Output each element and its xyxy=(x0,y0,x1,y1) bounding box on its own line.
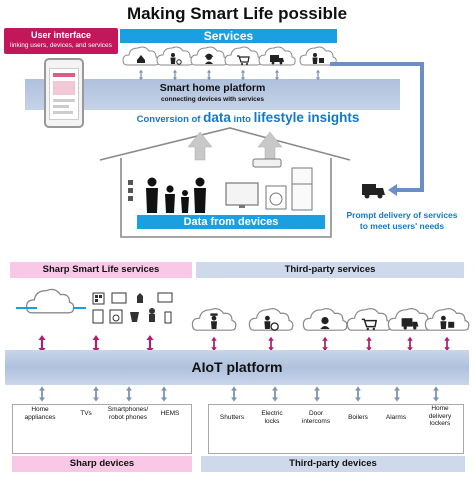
conversion-caption: Conversion of data into lifestyle insigh… xyxy=(128,110,368,125)
refrigerator-icon xyxy=(291,167,313,211)
device-label-boilers: Boilers xyxy=(348,414,368,421)
cloud-truck-icon xyxy=(258,46,296,66)
cloud-cart-icon xyxy=(224,46,262,66)
cloud-cart-icon xyxy=(346,308,392,331)
user-interface-box: User interface linking users, devices, a… xyxy=(4,28,118,54)
prompt-delivery-caption: Prompt delivery of services to meet user… xyxy=(330,210,474,232)
prompt-delivery-line-2: to meet users' needs xyxy=(359,221,445,231)
user-interface-title: User interface xyxy=(30,30,92,40)
smart-home-platform-band: Smart home platform connecting devices w… xyxy=(25,79,400,110)
smart-home-platform-title: Smart home platform xyxy=(159,82,266,94)
sharp-smart-life-services-bar: Sharp Smart Life services xyxy=(10,262,192,278)
sharp-cloud-icon xyxy=(25,288,75,314)
sharp-devices-box xyxy=(12,404,192,454)
device-label-shutters: Shutters xyxy=(219,414,245,421)
device-label-smartphones: Smartphones/robot phones xyxy=(107,406,149,421)
house-outline xyxy=(99,127,351,161)
device-label-hems: HEMS xyxy=(160,410,180,417)
page-title: Making Smart Life possible xyxy=(126,4,348,23)
cloud-police-icon xyxy=(191,308,237,331)
cloud-delivery-icon xyxy=(299,46,337,66)
conversion-insights: lifestyle insights xyxy=(253,110,360,125)
device-label-alarms: Alarms xyxy=(385,414,407,421)
tv-icon xyxy=(225,182,259,208)
prompt-delivery-line-1: Prompt delivery of services xyxy=(346,210,458,220)
washer-icon xyxy=(265,185,287,210)
device-label-tvs: TVs xyxy=(80,410,92,417)
cloud-delivery-icon xyxy=(424,308,470,331)
cloud-operator-icon xyxy=(302,308,348,331)
sharp-devices-bar: Sharp devices xyxy=(12,456,192,472)
smart-home-platform-subtitle: connecting devices with services xyxy=(161,96,264,103)
cloud-operator-icon xyxy=(190,46,228,66)
aiot-platform-band: AIoT platform xyxy=(5,350,469,385)
data-from-devices-bar: Data from devices xyxy=(137,215,325,229)
third-party-devices-box xyxy=(208,404,464,454)
cloud-truck-icon xyxy=(387,308,433,331)
sharp-service-icons xyxy=(92,292,173,324)
third-party-services-bar: Third-party services xyxy=(196,262,464,278)
cloud-home-icon xyxy=(122,46,160,66)
family-icon xyxy=(146,177,206,213)
conversion-into: into xyxy=(230,114,254,125)
air-conditioner-icon xyxy=(252,158,282,168)
third-party-devices-bar: Third-party devices xyxy=(201,456,465,472)
services-bar: Services xyxy=(120,29,337,43)
cloud-care-icon xyxy=(156,46,194,66)
smartphone-icon xyxy=(44,58,84,128)
conversion-data: data xyxy=(203,110,231,125)
cloud-wheelchair-icon xyxy=(248,308,294,331)
conversion-prefix: Conversion of xyxy=(136,114,204,125)
user-interface-subtitle: linking users, devices, and services xyxy=(10,42,112,49)
delivery-truck-icon xyxy=(362,184,385,199)
